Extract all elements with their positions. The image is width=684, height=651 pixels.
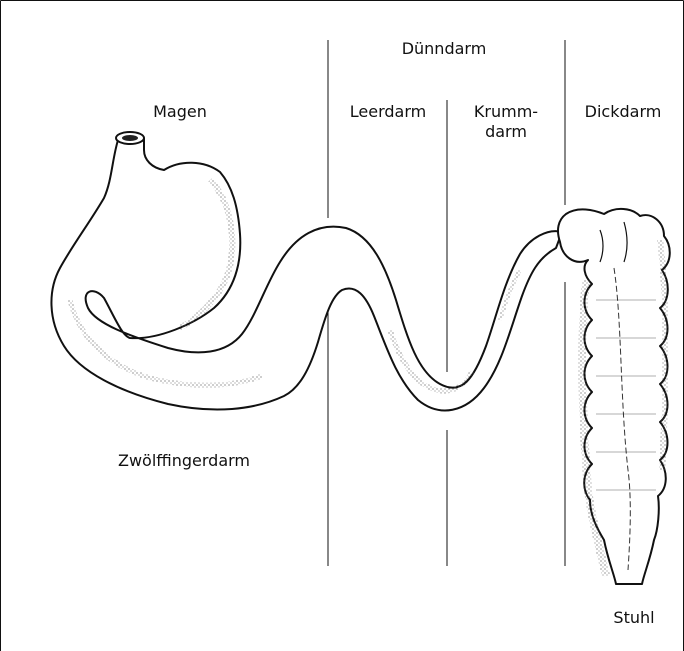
label-stuhl: Stuhl (594, 608, 674, 628)
label-zwoelffingerdarm: Zwölffingerdarm (84, 451, 284, 471)
label-dickdarm: Dickdarm (568, 102, 678, 122)
label-duenndarm: Dünndarm (384, 39, 504, 59)
stomach-shape (51, 132, 562, 410)
label-magen: Magen (130, 102, 230, 122)
label-leerdarm: Leerdarm (333, 102, 443, 122)
colon-shape (558, 209, 670, 584)
label-krummdarm: Krumm- darm (456, 102, 556, 142)
